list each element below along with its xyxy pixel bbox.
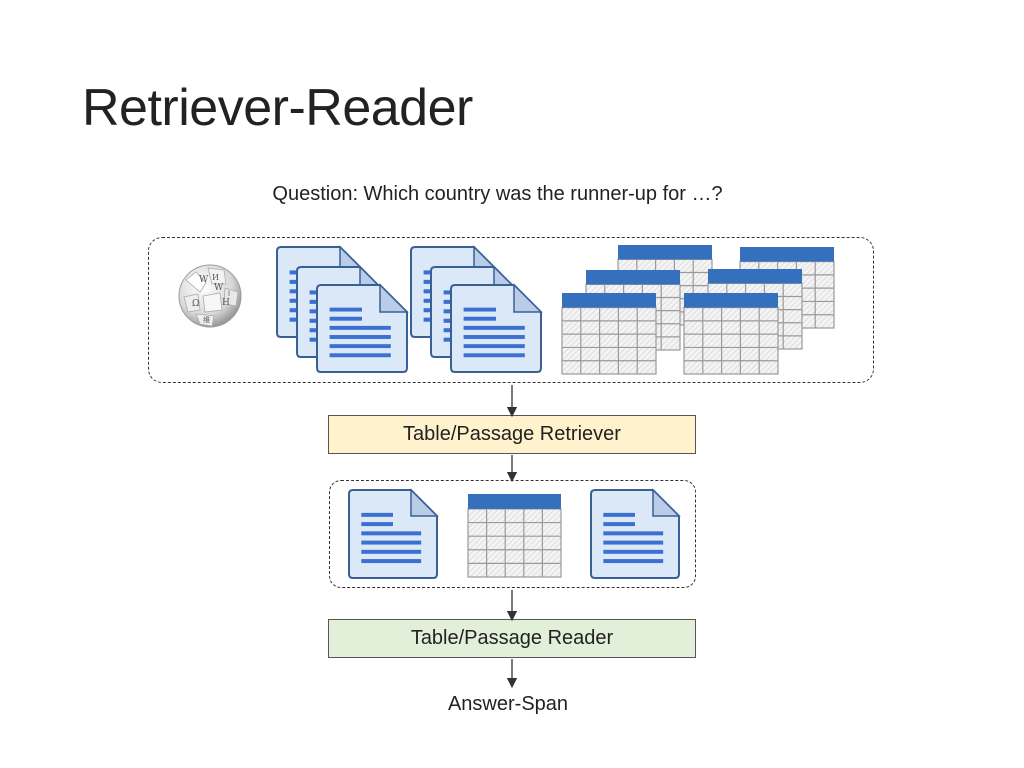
globe-glyph-6: 维 bbox=[203, 315, 210, 324]
retrieved-document-icon bbox=[590, 488, 681, 579]
retriever-box: Table/Passage Retriever bbox=[328, 415, 696, 454]
globe-glyph-4: H bbox=[222, 298, 230, 308]
globe-glyph-2: И bbox=[212, 273, 219, 282]
retrieved-table-icon bbox=[467, 494, 562, 578]
table-icon bbox=[561, 293, 657, 375]
wikipedia-globe-icon: W Ω И W H ا 维 bbox=[178, 264, 242, 328]
answer-span-label: Answer-Span bbox=[447, 693, 569, 715]
question-text: Question: Which country was the runner-u… bbox=[272, 183, 723, 205]
slide-title: Retriever-Reader bbox=[82, 79, 473, 137]
retriever-label: Table/Passage Retriever bbox=[403, 423, 621, 445]
globe-glyph-1: Ω bbox=[192, 299, 199, 309]
reader-label: Table/Passage Reader bbox=[410, 627, 614, 649]
document-icon bbox=[450, 283, 543, 373]
table-icon bbox=[683, 293, 779, 375]
globe-glyph-3: W bbox=[214, 283, 224, 293]
corpus-container bbox=[148, 237, 874, 383]
globe-glyph-0: W bbox=[199, 275, 209, 285]
retrieved-document-icon bbox=[348, 488, 439, 579]
document-icon bbox=[316, 283, 409, 373]
globe-glyph-5: ا bbox=[228, 290, 230, 298]
